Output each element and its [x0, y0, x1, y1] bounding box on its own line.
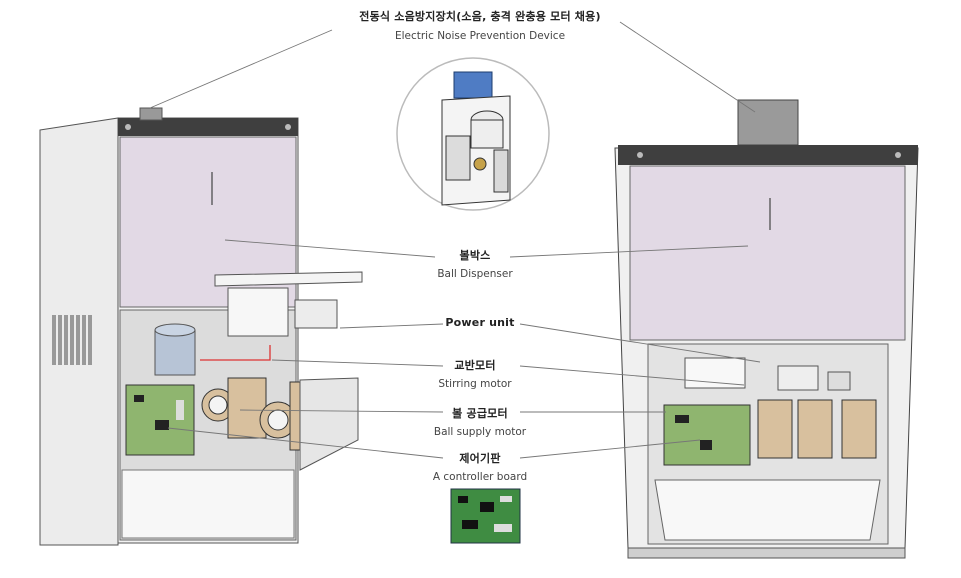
callout-ball-supply-motor-ko: 볼 공급모터	[452, 407, 508, 420]
callout-controller-board-en: A controller board	[432, 471, 528, 483]
left-cabinet	[39, 107, 363, 546]
controller-board-photo	[450, 488, 521, 544]
callout-power-unit: Power unit	[425, 316, 535, 329]
leader-lines	[149, 21, 761, 459]
callout-controller-board-ko: 제어기판	[459, 452, 501, 465]
callout-stirring-motor: 교반모터 Stirring motor	[420, 357, 530, 390]
callout-ball-supply-motor-en: Ball supply motor	[433, 426, 527, 438]
right-cabinet	[614, 99, 919, 559]
title-label: 전동식 소음방지장치(소음, 충격 완충용 모터 채용) Electric No…	[330, 8, 630, 42]
callout-controller-board: 제어기판 A controller board	[420, 450, 540, 483]
callout-stirring-motor-ko: 교반모터	[454, 359, 496, 372]
title-english: Electric Noise Prevention Device	[394, 30, 566, 42]
callout-ball-dispenser-ko: 볼박스	[459, 249, 491, 262]
title-korean: 전동식 소음방지장치(소음, 충격 완충용 모터 채용)	[359, 10, 601, 23]
callout-stirring-motor-en: Stirring motor	[438, 378, 512, 390]
callout-ball-dispenser: 볼박스 Ball Dispenser	[420, 247, 530, 280]
device-detail-view	[396, 57, 550, 211]
vent-slots	[52, 315, 92, 365]
callout-ball-supply-motor: 볼 공급모터 Ball supply motor	[420, 405, 540, 438]
callout-power-unit-ko: Power unit	[445, 316, 515, 329]
callout-ball-dispenser-en: Ball Dispenser	[437, 268, 513, 280]
